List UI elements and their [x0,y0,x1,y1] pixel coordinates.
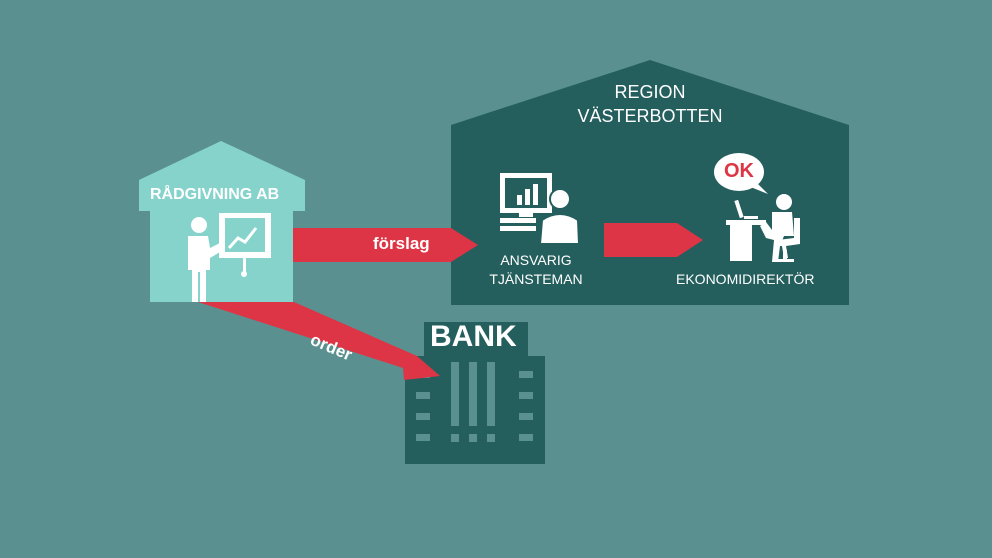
desk-worker-icon [726,194,800,262]
speech-bubble-icon [714,153,768,194]
ok-bubble-text: OK [724,160,754,182]
official-label-line1: ANSVARIG [500,252,572,268]
director-label: EKONOMIDIREKTÖR [676,271,815,287]
official-label-line2: TJÄNSTEMAN [489,271,583,287]
chart-board-icon [219,213,271,277]
order-arrow [198,302,440,380]
presenter-person-icon [188,217,230,302]
region-title-line1: REGION [614,82,686,102]
region-title-line2: VÄSTERBOTTEN [577,106,723,126]
proposal-arrow [293,228,478,262]
bank-title: BANK [430,320,517,353]
consultant-title: RÅDGIVNING AB [150,186,280,203]
approval-arrow [604,223,703,257]
computer-user-icon [500,173,581,245]
proposal-arrow-label: förslag [373,234,430,253]
